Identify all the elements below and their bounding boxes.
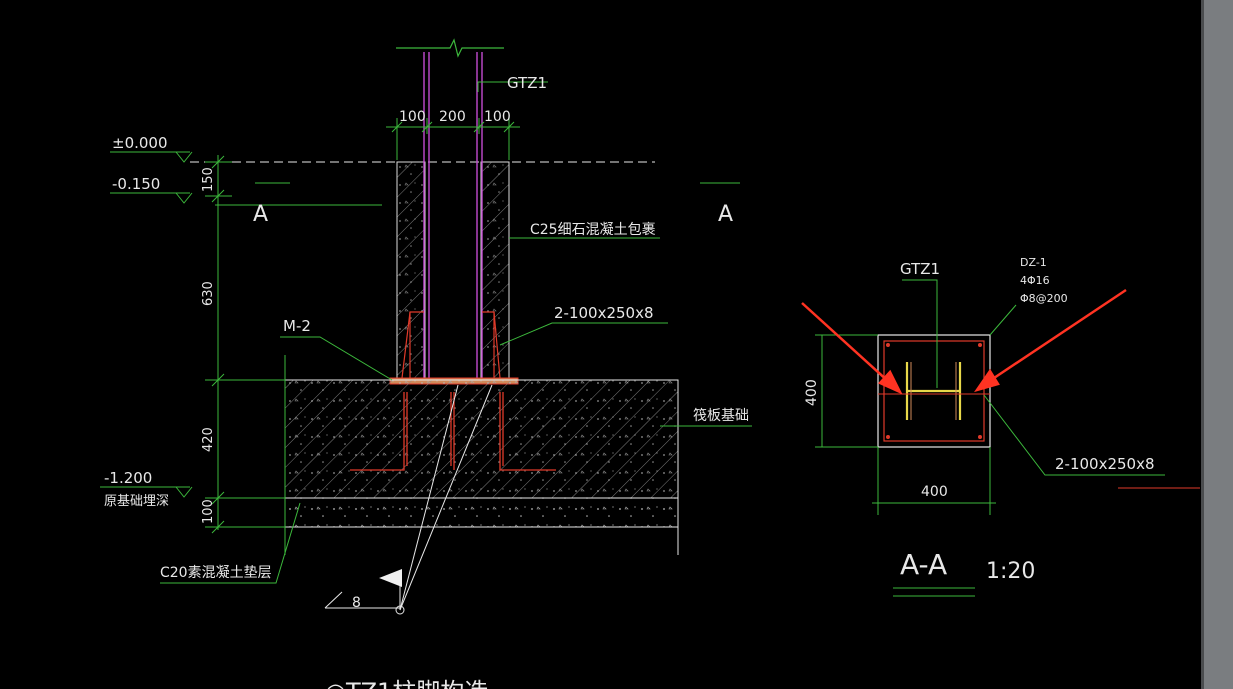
section-dim-height: 400: [804, 379, 820, 406]
dim-top-100-right: 100: [484, 109, 511, 125]
section-aa: [815, 279, 1200, 597]
elevation-foundation-note: 原基础埋深: [104, 494, 169, 509]
base-stiffeners: [401, 311, 501, 379]
side-scroll-panel[interactable]: [1201, 0, 1233, 689]
elevation-slab-label: -0.150: [112, 175, 160, 193]
detail-marker: [395, 605, 405, 615]
section-cut-lines: [215, 182, 740, 206]
annotation-arrows: [801, 288, 1127, 395]
elevation-foundation-label: -1.200: [104, 469, 152, 487]
section-title: A-A: [900, 548, 947, 581]
raft-foundation: [284, 379, 679, 499]
detail-flag: [379, 569, 402, 587]
steel-column: [423, 52, 483, 380]
dim-v-420: 420: [201, 427, 216, 452]
vertical-dimension-chain: [205, 155, 285, 534]
section-mark-right: A: [718, 202, 733, 227]
detail-callout-lines: [324, 384, 493, 611]
section-scale: 1:20: [986, 559, 1035, 584]
dim-top-200: 200: [439, 109, 466, 125]
cushion-label: C20素混凝土垫层: [160, 565, 272, 581]
detail-ref-number: 8: [352, 595, 361, 611]
concrete-wrap-label: C25细石混凝土包裹: [530, 222, 656, 238]
drawing-sheet: ±0.000 -0.150 -1.200 原基础埋深 100 200 100 1…: [100, 38, 1200, 689]
raft-foundation-label: 筏板基础: [693, 407, 749, 424]
leader-lines: [160, 81, 752, 584]
dim-v-100: 100: [201, 499, 216, 524]
column-tag: GTZ1: [507, 74, 547, 92]
detail-title-partial: ○TZ1柱脚构造: [325, 678, 488, 689]
section-rebar-stirrup: Φ8@200: [1020, 292, 1068, 305]
break-line: [396, 38, 504, 58]
text-layer: ±0.000 -0.150 -1.200 原基础埋深 100 200 100 1…: [104, 74, 1155, 689]
section-rebar-main: 4Φ16: [1020, 274, 1050, 287]
dim-v-630: 630: [201, 281, 216, 306]
concrete-wrap: [396, 161, 510, 381]
elevation-top-label: ±0.000: [112, 134, 168, 152]
section-column-tag: GTZ1: [900, 260, 940, 278]
elevation-markers: [100, 151, 193, 498]
section-mark-left: A: [253, 202, 268, 227]
dim-top-100-left: 100: [399, 109, 426, 125]
top-dimension: [386, 118, 520, 160]
section-dim-width: 400: [921, 484, 948, 500]
section-plate-spec: 2-100x250x8: [1055, 455, 1155, 473]
cushion-layer: [284, 497, 679, 528]
embed-tag-label: M-2: [283, 317, 311, 335]
dim-v-150: 150: [201, 167, 216, 192]
plate-spec-label: 2-100x250x8: [554, 304, 654, 322]
anchor-bars: [350, 392, 556, 471]
section-rebar-tag: DZ-1: [1020, 256, 1047, 269]
